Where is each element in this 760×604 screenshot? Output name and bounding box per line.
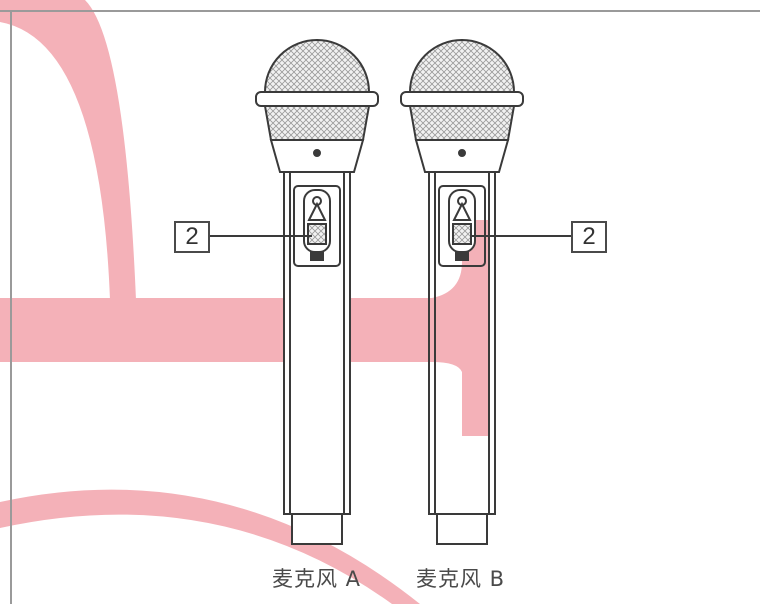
mic-b-grille-bottom xyxy=(408,105,516,141)
microphone-a xyxy=(206,39,379,545)
mic-b-switch-arrow xyxy=(452,201,472,221)
mic-a-grille-bottom xyxy=(263,105,371,141)
mic-a-switch-slider xyxy=(307,223,327,245)
mic-b-base xyxy=(436,513,488,545)
mic-a-switch-arrow xyxy=(307,201,327,221)
mic-b-switch-led xyxy=(455,251,469,261)
background-highlight xyxy=(0,0,488,604)
mic-a-switch-led xyxy=(310,251,324,261)
mic-a-grille-ring xyxy=(255,91,379,107)
microphone-b-caption: 麦克风 B xyxy=(416,567,506,591)
mic-a-base xyxy=(291,513,343,545)
pink-arch-shape xyxy=(0,0,136,300)
mic-b-grille-ring xyxy=(400,91,524,107)
mic-a-grille-top xyxy=(264,39,370,93)
mic-a-led xyxy=(313,149,321,157)
mic-b-switch-plate xyxy=(438,185,486,267)
microphone-b xyxy=(400,39,571,545)
mic-b-switch-slider xyxy=(452,223,472,245)
callout-label-a: 2 xyxy=(174,221,210,253)
mic-b-led xyxy=(458,149,466,157)
pink-bottom-arc xyxy=(0,489,420,604)
microphone-a-caption: 麦克风 A xyxy=(272,567,362,591)
pink-bar-shape xyxy=(0,220,488,436)
frame xyxy=(0,10,760,604)
callout-label-b: 2 xyxy=(571,221,607,253)
mic-b-grille-top xyxy=(409,39,515,93)
